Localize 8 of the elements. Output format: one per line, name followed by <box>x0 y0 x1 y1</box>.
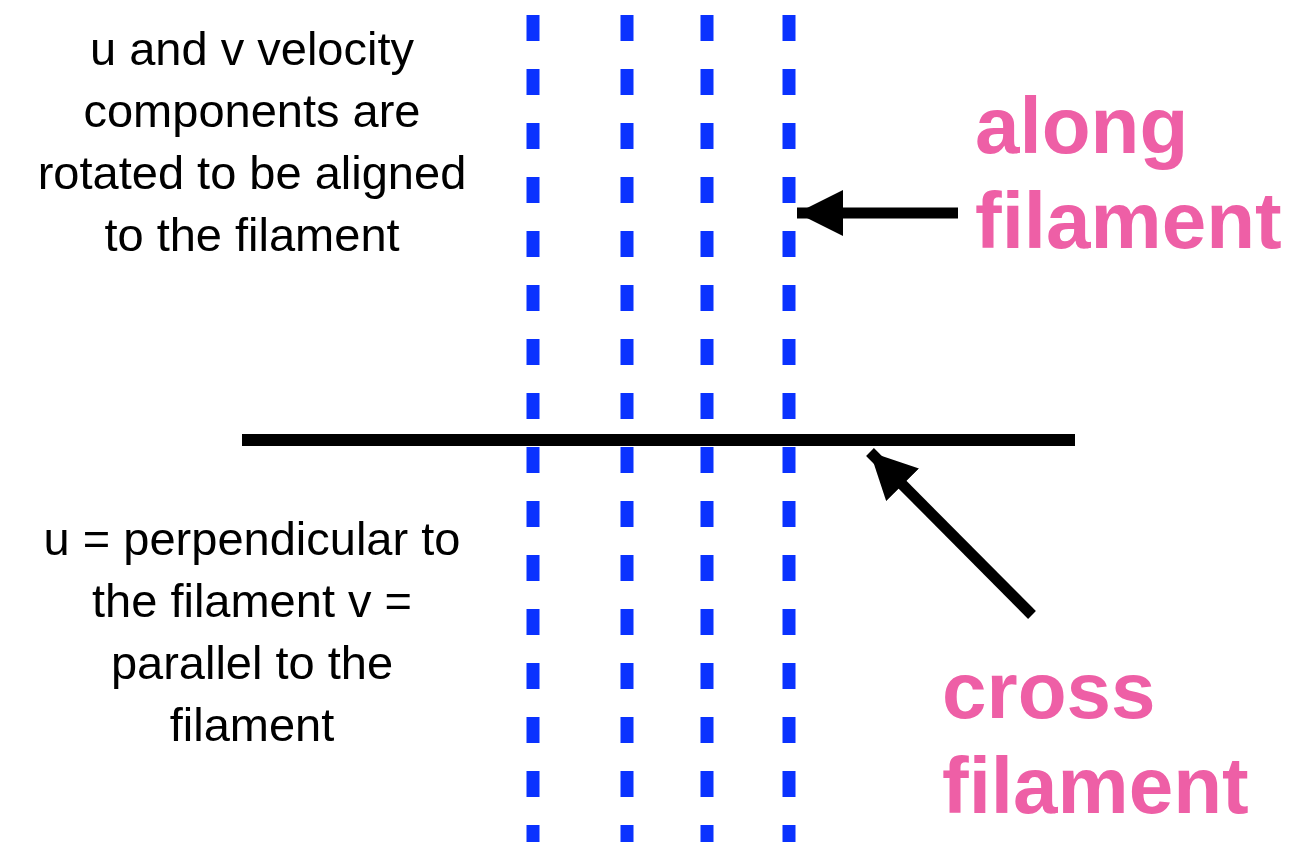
callout-text: cross filament <box>942 643 1272 833</box>
note-text: u and v velocity components are rotated to be aligned to the filament <box>36 21 468 263</box>
solid-line <box>242 434 1075 446</box>
note-text: u = perpendicular to the filament v = parallel to the filament <box>42 511 462 753</box>
callout-text: along filament <box>975 78 1295 268</box>
arrow <box>797 189 958 237</box>
dashed-line <box>782 15 796 842</box>
arrow <box>866 448 1036 619</box>
